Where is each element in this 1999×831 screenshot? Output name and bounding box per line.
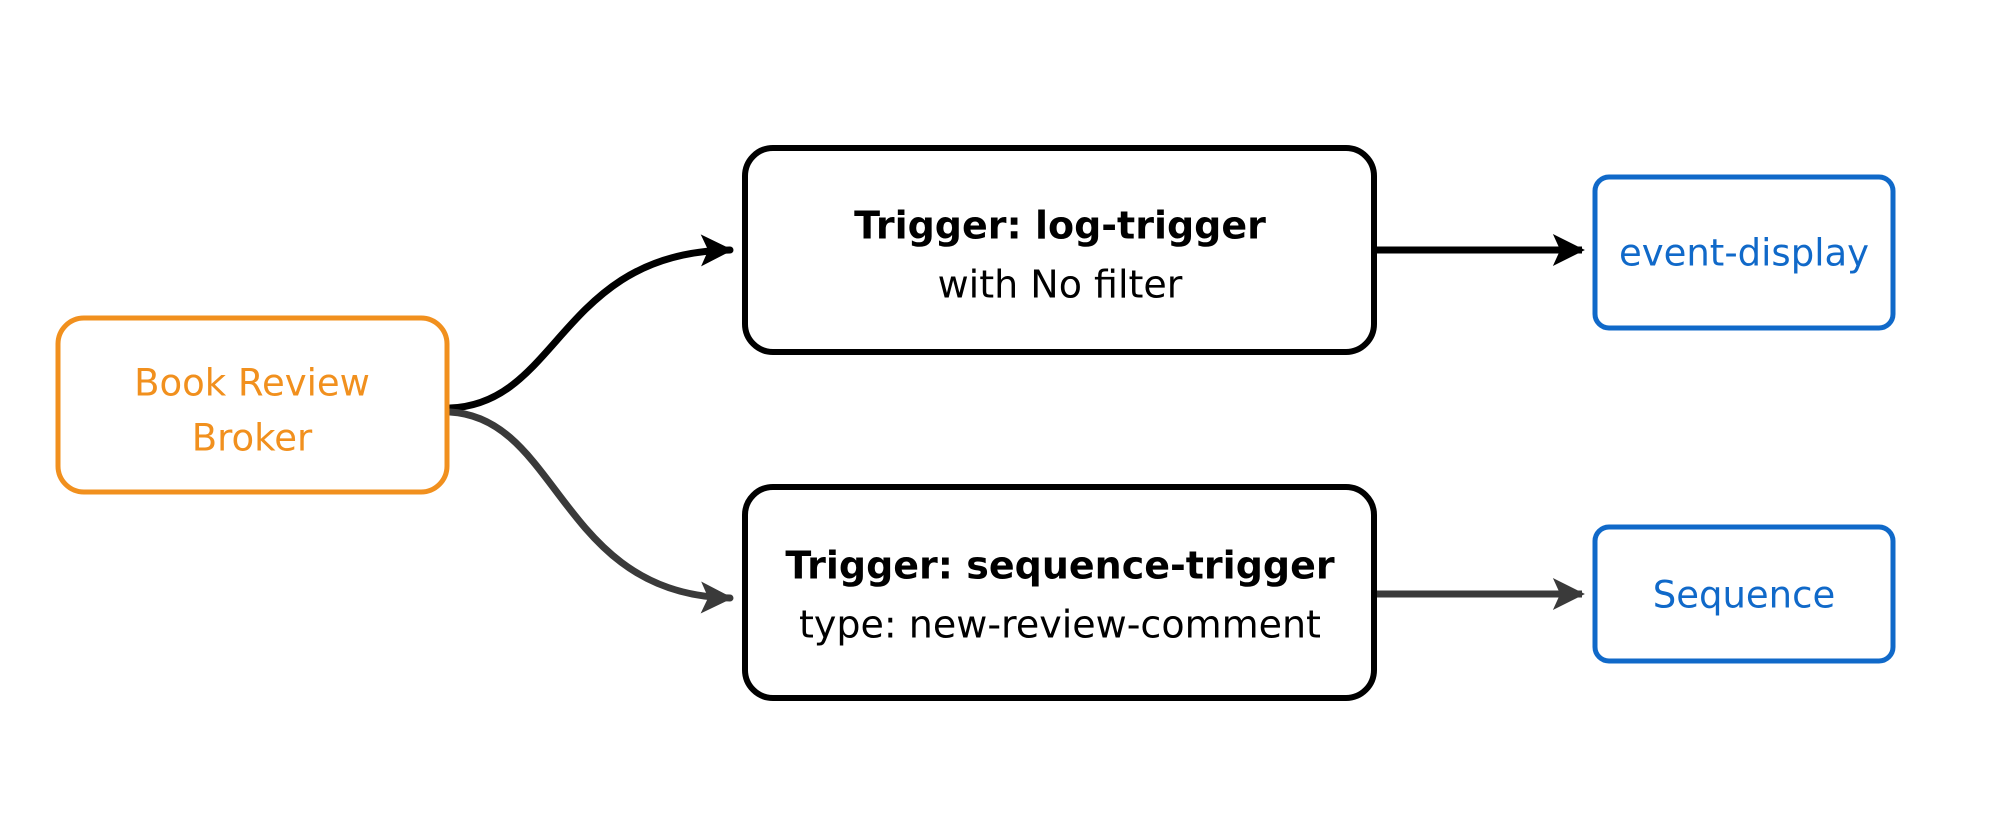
node-sequence[interactable]: Sequence [1592, 524, 1896, 664]
sequence-trigger-title: Trigger: sequence-trigger [785, 544, 1334, 588]
sequence-trigger-subtitle: type: new-review-comment [799, 603, 1321, 647]
event-display-label: event-display [1619, 232, 1869, 275]
book-review-broker-label-line1: Book Review [134, 362, 370, 405]
sequence-label: Sequence [1653, 574, 1836, 617]
edge-broker-to-sequence-trigger [446, 408, 734, 614]
sequence-trigger-box[interactable] [742, 484, 1377, 701]
log-trigger-subtitle: with No filter [938, 263, 1183, 307]
edge-broker-to-log-trigger [446, 234, 734, 412]
book-review-broker-label-line2: Broker [192, 417, 313, 460]
node-event-display[interactable]: event-display [1592, 174, 1896, 331]
book-review-broker-box[interactable] [55, 315, 450, 495]
log-trigger-title: Trigger: log-trigger [854, 204, 1266, 248]
log-trigger-box[interactable] [742, 145, 1377, 355]
event-display-box[interactable] [1592, 174, 1896, 331]
node-log-trigger[interactable]: Trigger: log-trigger with No filter [742, 145, 1377, 355]
node-book-review-broker[interactable]: Book Review Broker [55, 315, 450, 495]
edge-layer [446, 233, 1585, 614]
node-sequence-trigger[interactable]: Trigger: sequence-trigger type: new-revi… [742, 484, 1377, 701]
sequence-box[interactable] [1592, 524, 1896, 664]
